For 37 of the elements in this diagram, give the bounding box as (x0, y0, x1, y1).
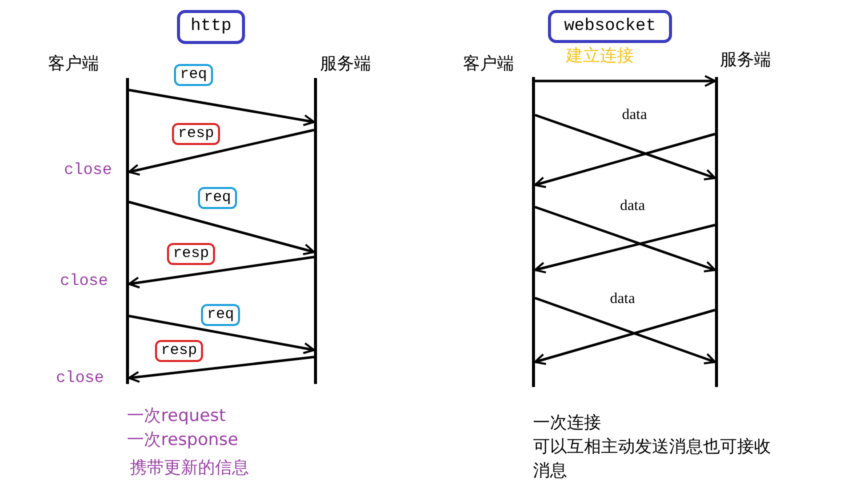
edge-label: req (198, 187, 238, 209)
close-label: close (60, 271, 108, 292)
message-arrow (534, 132, 716, 188)
message-arrow (128, 356, 314, 383)
lifeline-heading: 客户端 (463, 53, 514, 76)
lifeline-heading: 服务端 (720, 49, 771, 72)
message-arrow (128, 256, 314, 288)
message-arrow (535, 75, 716, 87)
close-label: close (64, 160, 112, 181)
message-arrow (128, 314, 315, 354)
lifeline-bar (532, 77, 535, 387)
edge-label: resp (167, 243, 216, 265)
message-arrow (128, 200, 315, 256)
note-text: 可以互相主动发送消息也可接收消息 (533, 436, 772, 483)
lifeline-bar (314, 78, 317, 384)
lifeline-bar (126, 78, 129, 384)
message-arrow (534, 296, 716, 364)
lifeline-bar (715, 77, 718, 387)
edge-label: resp (172, 123, 220, 145)
message-arrow (534, 114, 716, 180)
lifeline-heading: 客户端 (48, 53, 99, 76)
edge-label: req (174, 64, 214, 86)
protocol-title-box: http (177, 10, 245, 44)
edge-label: resp (155, 340, 204, 362)
close-label: close (56, 368, 104, 389)
message-arrow (128, 128, 314, 176)
note-text: 一次request (127, 405, 226, 428)
protocol-title-box: websocket (548, 10, 672, 43)
message-arrow (128, 88, 315, 126)
edge-label: req (201, 304, 240, 326)
note-text: 携带更新的信息 (130, 457, 249, 480)
message-arrow (534, 224, 716, 274)
lifeline-heading: 服务端 (320, 53, 371, 76)
note-text: 一次response (127, 429, 238, 452)
message-arrow (534, 206, 716, 272)
message-arrow (534, 308, 716, 366)
note-text: 一次连接 (533, 412, 601, 435)
